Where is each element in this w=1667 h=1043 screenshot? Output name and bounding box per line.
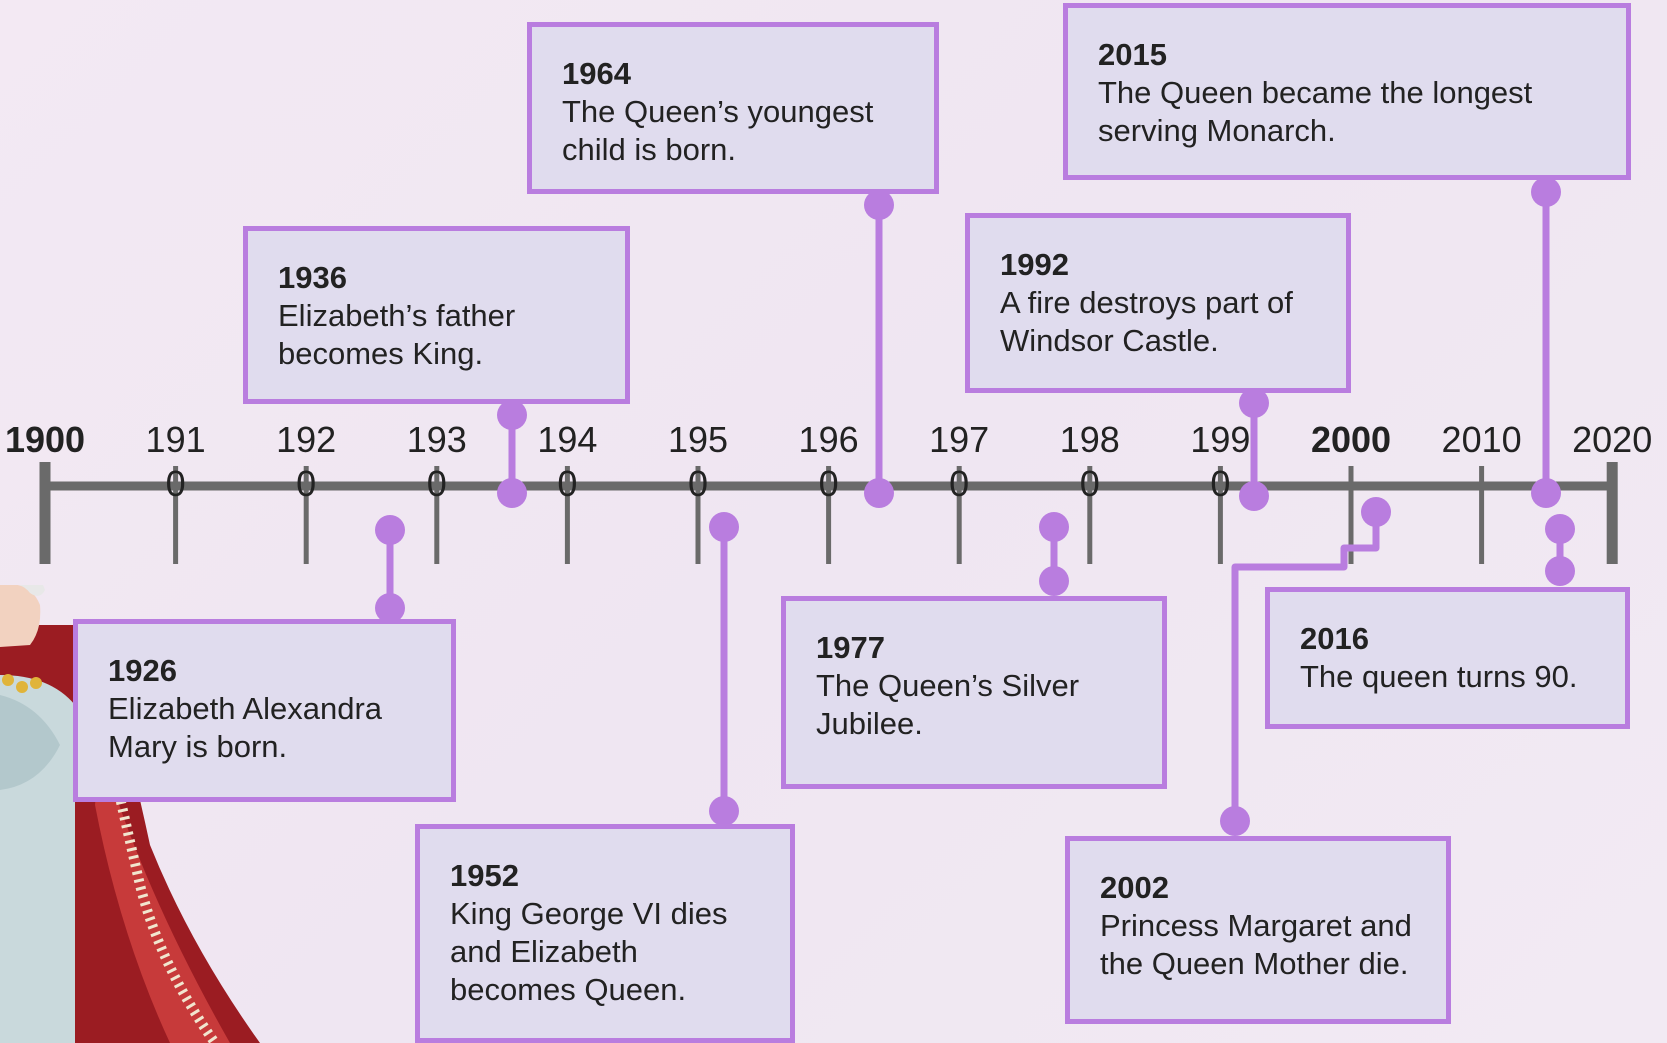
tick-label: 1900	[4, 419, 86, 460]
event-year: 1992	[1000, 247, 1069, 282]
connector-dot	[375, 593, 405, 623]
connector-dot	[709, 796, 739, 826]
event-year: 1977	[816, 630, 885, 665]
connector-dot	[497, 478, 527, 508]
connector-dot	[1239, 481, 1269, 511]
tick-label: 1930	[406, 419, 467, 504]
event-description: The Queen became the longest serving Mon…	[1098, 75, 1533, 148]
event-description: The Queen’s youngest child is born.	[562, 94, 874, 167]
event-description: A fire destroys part of Windsor Castle.	[1000, 285, 1293, 358]
event-description: The Queen’s Silver Jubilee.	[816, 668, 1080, 741]
event-year: 1964	[562, 56, 631, 91]
tick-label: 1920	[276, 419, 337, 504]
event-year: 2015	[1098, 37, 1167, 72]
event-year: 1952	[450, 858, 519, 893]
connector-dot	[1220, 806, 1250, 836]
connector-dot	[497, 400, 527, 430]
tick-label: 2010	[1441, 419, 1522, 460]
event-year: 2016	[1300, 621, 1369, 656]
event-connector	[1231, 512, 1380, 821]
connector-dot	[864, 478, 894, 508]
event-description: Elizabeth Alexandra Mary is born.	[108, 691, 383, 764]
tick-label: 1960	[798, 419, 859, 504]
connector-dot	[709, 512, 739, 542]
tick-label: 1940	[537, 419, 598, 504]
event-description: The queen turns 90.	[1300, 659, 1578, 694]
connector-dot	[1239, 388, 1269, 418]
event-year: 2002	[1100, 870, 1169, 905]
queen-illustration	[0, 585, 260, 1043]
event-description: Princess Margaret and the Queen Mother d…	[1100, 908, 1412, 981]
connector-dot	[1545, 556, 1575, 586]
tick-label: 2000	[1310, 419, 1392, 460]
tick-label: 1980	[1059, 419, 1120, 504]
connector-dot	[864, 190, 894, 220]
connector-dot	[1361, 497, 1391, 527]
tick-label: 1950	[667, 419, 729, 504]
connector-dot	[375, 515, 405, 545]
tick-label: 2020	[1572, 419, 1653, 460]
connector-dot	[1039, 512, 1069, 542]
connector-dot	[1531, 177, 1561, 207]
event-year: 1926	[108, 653, 177, 688]
event-description: King George VI dies and Elizabeth become…	[450, 896, 728, 1007]
connector-dot	[1531, 478, 1561, 508]
event-year: 1936	[278, 260, 347, 295]
tick-label: 1910	[145, 419, 206, 504]
tick-label: 1970	[929, 419, 990, 504]
tick-label: 1990	[1190, 419, 1251, 504]
event-description: Elizabeth’s father becomes King.	[278, 298, 516, 371]
connector-dot	[1545, 514, 1575, 544]
connector-dot	[1039, 566, 1069, 596]
